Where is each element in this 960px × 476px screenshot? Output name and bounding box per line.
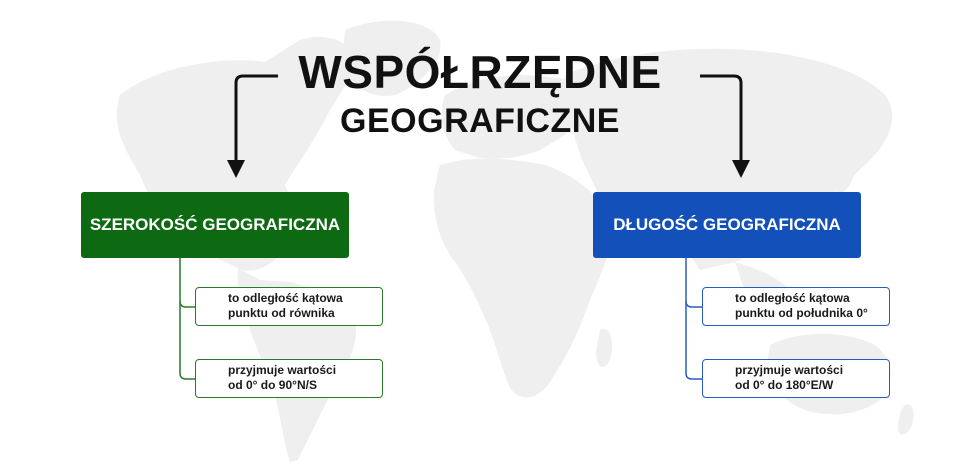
latitude-definition-line-1: to odległość kątowa — [228, 291, 343, 305]
latitude-definition-line-2: punktu od równika — [228, 306, 335, 320]
continent-europe — [441, 74, 581, 159]
latitude-tree-line — [179, 258, 196, 380]
island-japan — [833, 148, 856, 194]
latitude-range-line-1: przyjmuje wartości — [228, 363, 337, 377]
longitude-range-box: przyjmuje wartości od 0° do 180°E/W — [702, 359, 890, 398]
latitude-range-box: przyjmuje wartości od 0° do 90°N/S — [195, 359, 383, 398]
longitude-definition-line-2: punktu od południka 0° — [735, 306, 868, 320]
latitude-heading-text: SZEROKOŚĆ GEOGRAFICZNA — [89, 215, 341, 234]
longitude-range-line-2: od 0° do 180°E/W — [735, 378, 834, 392]
diagram-title-line-2: GEOGRAFICZNE — [340, 102, 620, 140]
longitude-definition-line-1: to odległość kątowa — [735, 291, 850, 305]
continent-greenland — [342, 20, 441, 96]
latitude-range-line-2: od 0° do 90°N/S — [228, 378, 317, 392]
arrowhead-longitude-icon — [732, 160, 750, 178]
island-new-zealand — [898, 404, 914, 435]
arrowhead-latitude-icon — [227, 160, 245, 178]
continent-africa — [433, 158, 611, 398]
latitude-heading-box: SZEROKOŚĆ GEOGRAFICZNA — [81, 192, 349, 258]
arrow-to-longitude — [700, 74, 743, 163]
latitude-branch-1 — [179, 300, 196, 308]
longitude-tree-line — [685, 258, 703, 380]
diagram-title-line-1: WSPÓŁRZĘDNE — [298, 46, 662, 98]
longitude-heading-text: DŁUGOŚĆ GEOGRAFICZNA — [613, 215, 841, 234]
longitude-branch-1 — [685, 300, 703, 308]
longitude-range-line-1: przyjmuje wartości — [735, 363, 844, 377]
latitude-definition-box: to odległość kątowa punktu od równika — [195, 287, 383, 326]
island-madagascar — [596, 329, 612, 367]
longitude-definition-box: to odległość kątowa punktu od południka … — [702, 287, 890, 326]
arrow-to-latitude — [234, 74, 278, 163]
longitude-heading-box: DŁUGOŚĆ GEOGRAFICZNA — [593, 192, 861, 258]
